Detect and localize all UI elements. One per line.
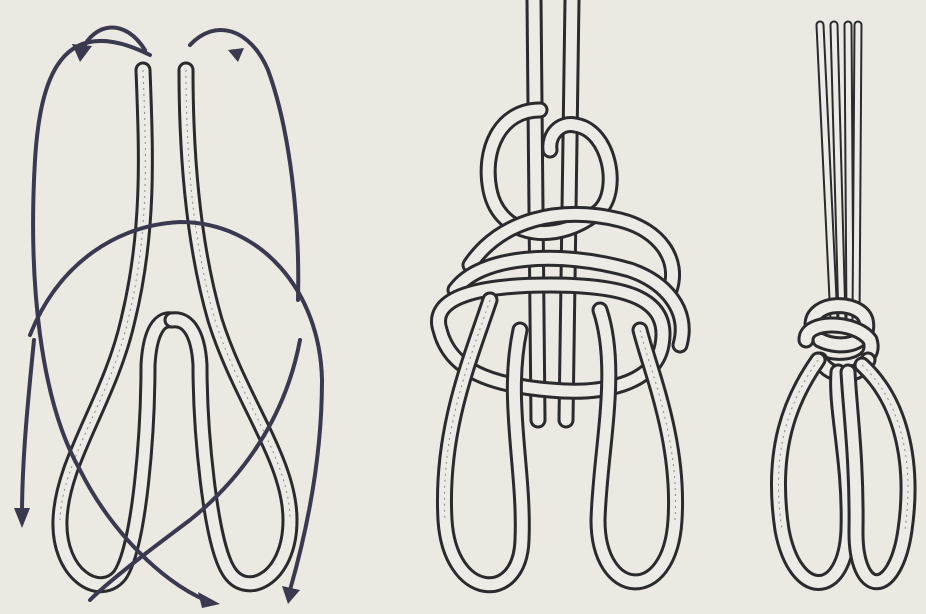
rope-strand-left [60,70,172,585]
standing-parts-finished [820,25,858,320]
arrow-top-left [72,27,145,62]
loop-left [444,300,522,585]
panel-step-3 [778,25,908,583]
panel-step-1 [14,27,322,608]
panel-step-2 [438,0,682,585]
double-loop-finished [778,360,908,583]
arrow-left-down [14,340,34,528]
rope-strand-right [172,70,290,584]
